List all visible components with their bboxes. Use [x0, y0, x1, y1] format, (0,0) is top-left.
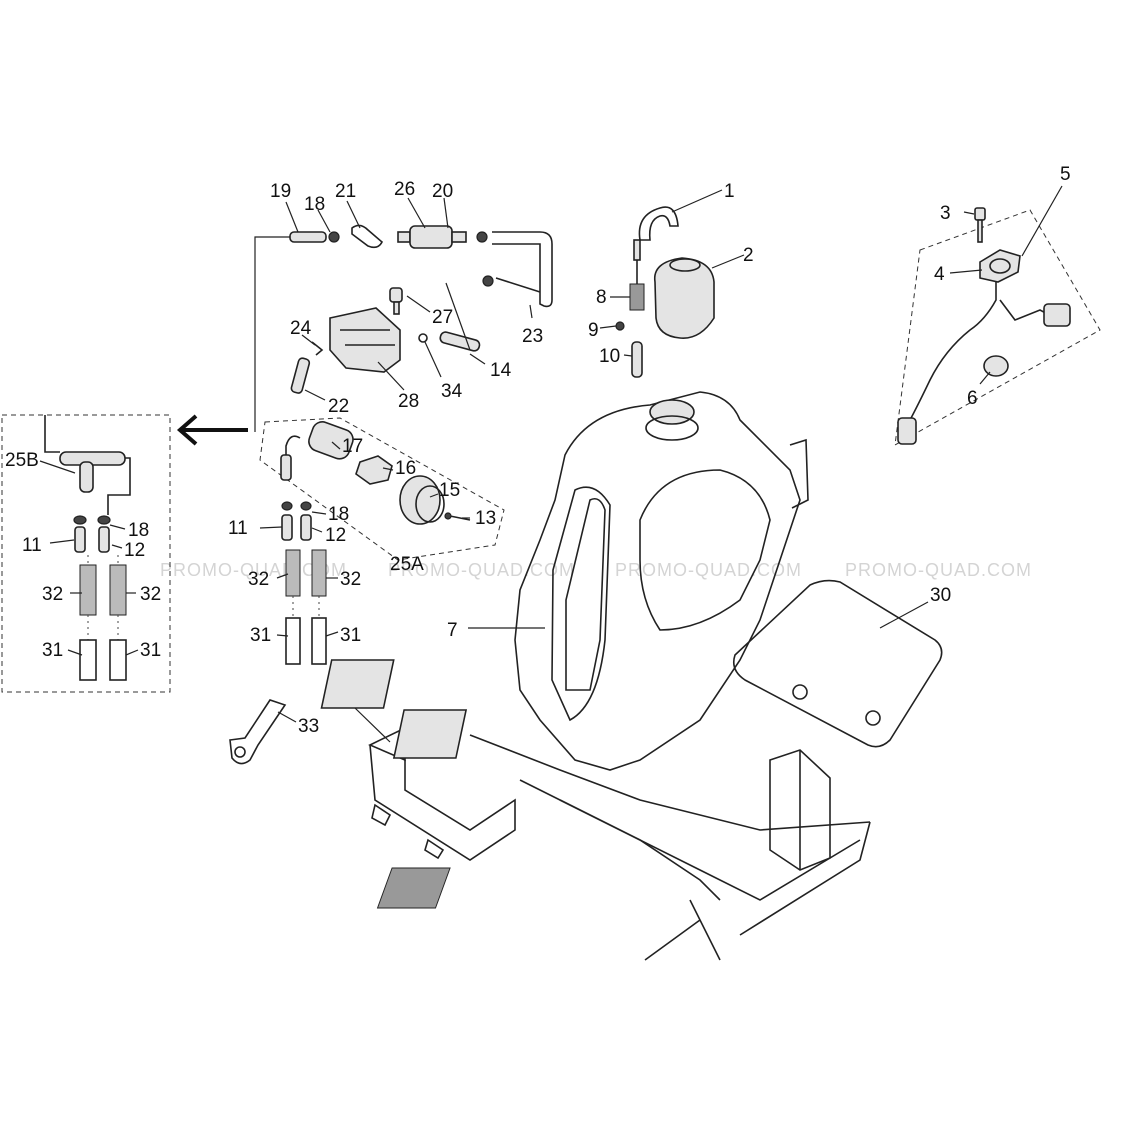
- callout-26: 26: [394, 179, 415, 200]
- callout-22: 22: [328, 396, 349, 417]
- fuel-tank-7: [320, 391, 809, 771]
- callout-18: 18: [328, 504, 349, 525]
- callout-11: 11: [228, 518, 248, 539]
- callout-30: 30: [930, 585, 951, 606]
- callout-12: 12: [325, 525, 346, 546]
- fuel-sender-assembly: [894, 185, 1101, 446]
- callout-11-detail: 11: [22, 535, 42, 556]
- callout-31-left: 31: [250, 625, 271, 646]
- callout-32-left: 32: [248, 569, 269, 590]
- callout-5: 5: [1060, 164, 1071, 185]
- pad-30: [732, 579, 943, 748]
- callout-28: 28: [398, 391, 419, 412]
- callout-17: 17: [342, 436, 363, 457]
- chassis-frame: [376, 734, 871, 961]
- callout-32-detail-left: 32: [42, 584, 63, 605]
- callout-14: 14: [490, 360, 512, 381]
- callout-18-top: 18: [304, 194, 325, 215]
- bracket-33: [229, 699, 297, 765]
- callout-7: 7: [447, 620, 458, 641]
- callout-12-detail: 12: [124, 540, 145, 561]
- callout-23: 23: [522, 326, 543, 347]
- watermark-3: PROMO-QUAD.COM: [615, 560, 802, 580]
- callout-27: 27: [432, 307, 453, 328]
- callout-16: 16: [395, 458, 416, 479]
- callout-34: 34: [441, 381, 463, 402]
- watermark-2: PROMO-QUAD.COM: [388, 560, 575, 580]
- fuel-line-assembly: [254, 197, 553, 432]
- callout-31-detail-right: 31: [140, 640, 161, 661]
- callout-20: 20: [432, 181, 453, 202]
- callout-21: 21: [335, 181, 356, 202]
- callout-3: 3: [940, 203, 951, 224]
- callout-18-detail: 18: [128, 520, 149, 541]
- watermark-4: PROMO-QUAD.COM: [845, 560, 1032, 580]
- callout-1: 1: [724, 181, 735, 202]
- arrow-left-icon: [176, 414, 248, 446]
- callout-6: 6: [967, 388, 978, 409]
- callout-9: 9: [588, 320, 599, 341]
- callout-19: 19: [270, 181, 291, 202]
- callout-33: 33: [298, 716, 319, 737]
- callout-32-right: 32: [340, 569, 361, 590]
- callout-24: 24: [290, 318, 312, 339]
- callout-31-detail-left: 31: [42, 640, 63, 661]
- fuel-pump-assembly-25a: [259, 417, 505, 665]
- callout-25b: 25B: [5, 450, 39, 471]
- callout-15: 15: [439, 480, 460, 501]
- callout-10: 10: [599, 346, 620, 367]
- callout-2: 2: [743, 245, 754, 266]
- callout-25a: 25A: [390, 554, 424, 575]
- callout-13: 13: [475, 508, 496, 529]
- callout-8: 8: [596, 287, 607, 308]
- callout-4: 4: [934, 264, 945, 285]
- callout-31-right: 31: [340, 625, 361, 646]
- filler-cap-assembly: [599, 189, 745, 378]
- detail-box-25b: [1, 414, 171, 693]
- callout-32-detail-right: 32: [140, 584, 161, 605]
